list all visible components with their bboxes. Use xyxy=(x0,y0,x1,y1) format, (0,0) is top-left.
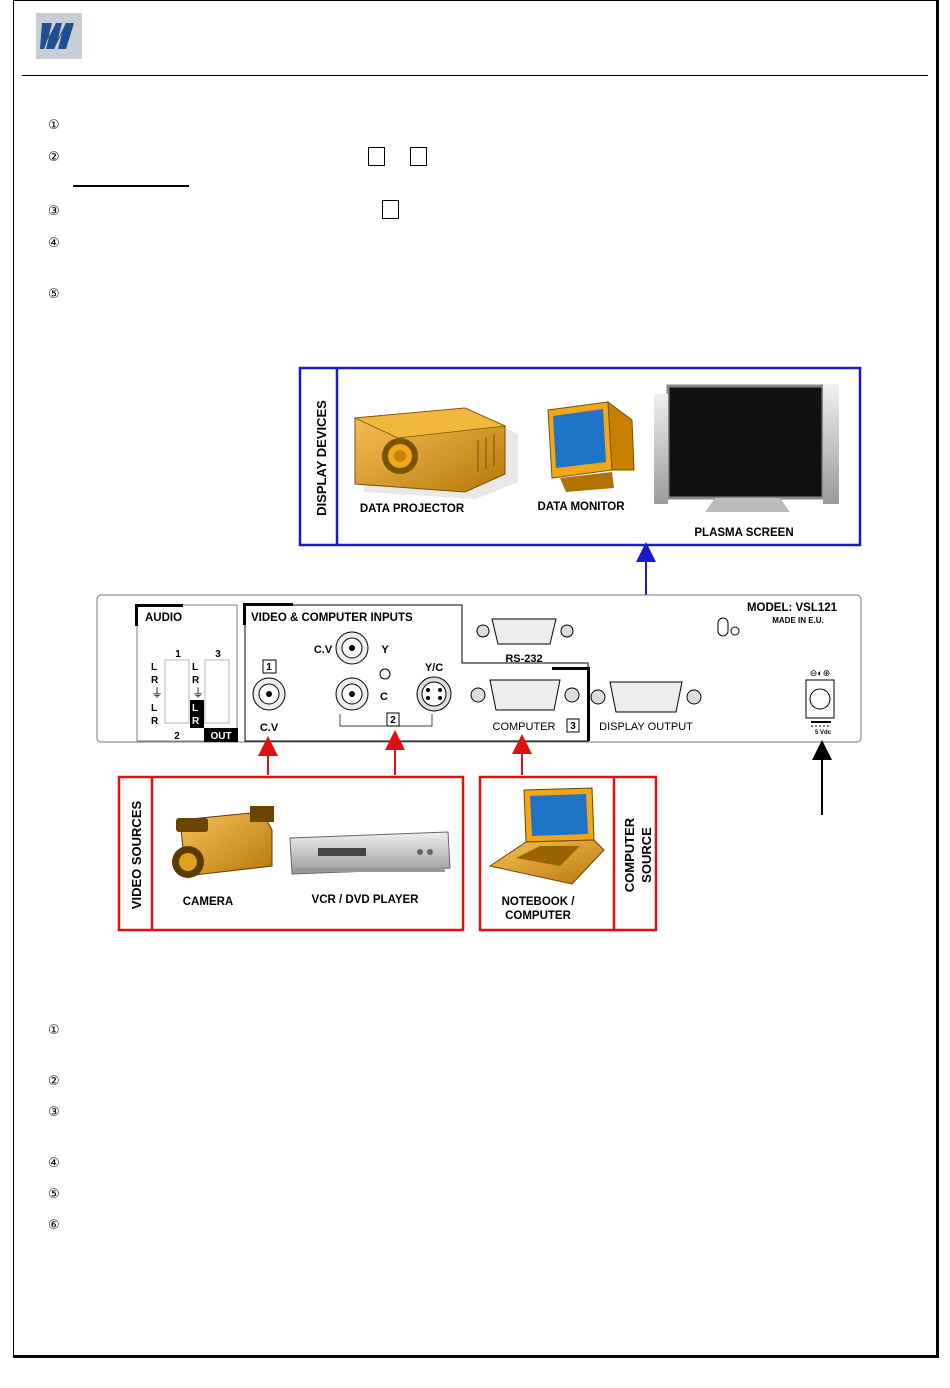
input-1-label: 1 xyxy=(266,662,272,673)
display-devices-box: DISPLAY DEVICES DATA PROJECTOR DATA MONI… xyxy=(298,366,862,547)
audio-l-label: L xyxy=(151,662,157,673)
audio-channel-1: 1 xyxy=(175,649,181,660)
camera-icon xyxy=(172,806,274,878)
step-5-marker: ⑤ xyxy=(48,286,60,301)
audio-channel-2: 2 xyxy=(174,731,180,742)
model-label: MODEL: VSL121 xyxy=(747,602,838,614)
audio-r-label: R xyxy=(192,675,200,686)
audio-r-label: R xyxy=(192,716,200,727)
step-1-marker: ① xyxy=(48,117,60,132)
step-1-marker: ① xyxy=(48,1022,60,1037)
plasma-screen-label: PLASMA SCREEN xyxy=(694,527,793,539)
step-3-marker: ③ xyxy=(48,1104,60,1119)
company-logo xyxy=(36,13,82,59)
svg-text:⏚: ⏚ xyxy=(151,686,163,700)
video-sources-heading: VIDEO SOURCES xyxy=(129,800,144,909)
step-4-marker: ④ xyxy=(48,235,60,250)
rear-panel: AUDIO 1 3 L R L R L R L R ⏚ ⏚ 2 OUT VID xyxy=(96,594,862,743)
audio-l-label: L xyxy=(192,662,198,673)
cv-top-label: C.V xyxy=(314,644,333,656)
input-2-label: 2 xyxy=(390,715,396,726)
audio-l-label: L xyxy=(192,703,198,714)
audio-out-label: OUT xyxy=(210,731,231,742)
notebook-label-line1: NOTEBOOK / xyxy=(502,896,576,908)
input-3-label: 3 xyxy=(570,721,576,732)
page-border xyxy=(13,0,939,1358)
video-sources-box: VIDEO SOURCES CAMERA VCR / DVD PLAYER xyxy=(117,775,465,932)
vcr-dvd-player-label: VCR / DVD PLAYER xyxy=(312,894,420,906)
computer-connector-label: COMPUTER xyxy=(493,721,556,733)
power-label: 5 Vdc xyxy=(815,730,832,736)
data-monitor-label: DATA MONITOR xyxy=(537,501,625,513)
audio-r-label: R xyxy=(151,675,159,686)
step-3-marker: ③ xyxy=(48,203,60,218)
display-devices-heading: DISPLAY DEVICES xyxy=(314,400,329,516)
display-output-label: DISPLAY OUTPUT xyxy=(599,721,693,733)
notebook-icon xyxy=(488,787,605,885)
svg-text:⊖◐⊕: ⊖◐⊕ xyxy=(810,668,831,678)
made-in-label: MADE IN E.U. xyxy=(772,616,824,625)
underline-rule xyxy=(73,185,189,187)
camera-label: CAMERA xyxy=(183,896,233,908)
monitor-icon xyxy=(547,400,635,492)
header-rule xyxy=(22,75,928,76)
audio-label: AUDIO xyxy=(145,612,182,624)
audio-r-label: R xyxy=(151,716,159,727)
vcr-dvd-player-icon xyxy=(289,831,451,875)
step-4-marker: ④ xyxy=(48,1155,60,1170)
notebook-label-line2: COMPUTER xyxy=(505,910,572,922)
rs232-label: RS-232 xyxy=(505,653,542,665)
computer-source-box: COMPUTER SOURCE NOTEBOOK / COMPUTER xyxy=(478,775,658,932)
computer-source-heading-line2: SOURCE xyxy=(639,827,654,883)
computer-source-heading-line1: COMPUTER xyxy=(622,817,637,892)
step-5-marker: ⑤ xyxy=(48,1186,60,1201)
key-box xyxy=(410,147,427,166)
inputs-title: VIDEO & COMPUTER INPUTS xyxy=(251,612,413,624)
y-label: Y xyxy=(381,644,389,656)
step-6-marker: ⑥ xyxy=(48,1217,60,1232)
key-box xyxy=(368,147,385,166)
c-label: C xyxy=(380,691,388,703)
step-2-marker: ② xyxy=(48,1073,60,1088)
cv-bottom-label: C.V xyxy=(260,722,279,734)
audio-l-label: L xyxy=(151,703,157,714)
projector-icon xyxy=(353,407,518,499)
data-projector-label: DATA PROJECTOR xyxy=(360,503,465,515)
yc-label: Y/C xyxy=(425,662,443,674)
audio-channel-3: 3 xyxy=(215,649,221,660)
key-box xyxy=(382,200,399,219)
step-2-marker: ② xyxy=(48,149,60,164)
plasma-screen-icon xyxy=(654,384,839,512)
svg-text:⏚: ⏚ xyxy=(192,686,204,700)
